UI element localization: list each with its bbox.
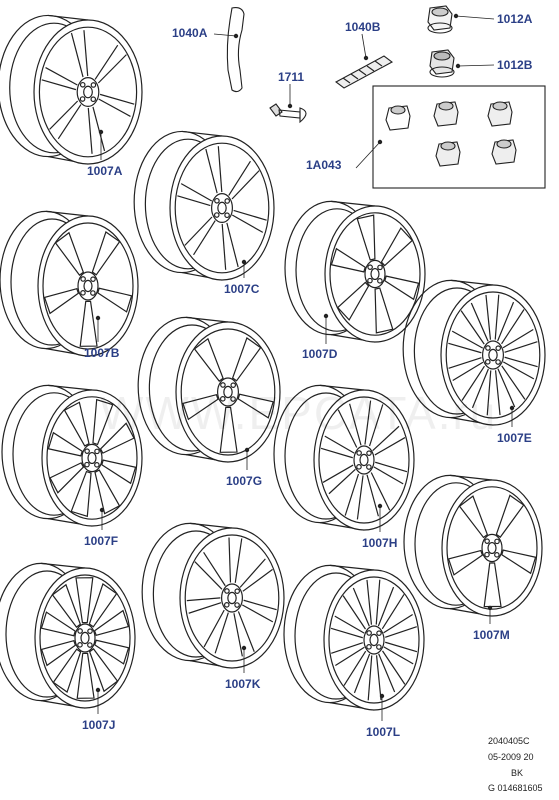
callout-1007E[interactable]: 1007E — [497, 431, 532, 445]
footer-ref-4: G 014681605 — [488, 783, 543, 793]
kit-locking-nut-icon — [435, 141, 461, 167]
leader-dot — [95, 315, 101, 321]
callout-1007C[interactable]: 1007C — [224, 282, 260, 296]
leader-dot — [99, 507, 105, 513]
footer-ref-3: BK — [511, 768, 524, 778]
leader-dot — [509, 405, 515, 411]
callout-1007A[interactable]: 1007A — [87, 164, 123, 178]
watermark-text: WWW.EPCATA.ru — [100, 387, 498, 439]
leader-dot — [363, 55, 369, 61]
wheel-1007E — [402, 279, 546, 426]
wheel-1007J — [0, 562, 136, 709]
leader-dot — [287, 103, 293, 109]
adhesive-weight-strip-icon — [334, 55, 394, 89]
kit-locking-nut-icon — [433, 101, 459, 127]
leader-dot — [487, 605, 493, 611]
callout-1007M[interactable]: 1007M — [473, 628, 510, 642]
callout-1007F[interactable]: 1007F — [84, 534, 119, 548]
callout-1007D[interactable]: 1007D — [302, 347, 338, 361]
leader-dot — [244, 447, 250, 453]
leader-dot — [453, 13, 459, 19]
kit-locking-nut-icon — [487, 101, 513, 127]
callout-1007G[interactable]: 1007G — [226, 474, 263, 488]
wheel-1007K — [141, 522, 285, 669]
leader-dot — [323, 313, 329, 319]
callout-1040A[interactable]: 1040A — [172, 26, 208, 40]
callout-1007B[interactable]: 1007B — [84, 346, 120, 360]
locking-wheel-nut-icon — [429, 49, 455, 78]
callout-1711[interactable]: 1711 — [278, 70, 305, 84]
callout-1007L[interactable]: 1007L — [366, 725, 401, 739]
leader-dot — [377, 139, 383, 145]
wheel-1007C — [133, 130, 275, 281]
wheel-1007B — [0, 210, 139, 357]
leader-dot — [241, 645, 247, 651]
leader-dot — [455, 63, 461, 69]
callout-1012A[interactable]: 1012A — [497, 12, 533, 26]
valve-stem-icon — [269, 103, 307, 124]
leader-line — [361, 33, 367, 59]
leader-line — [457, 64, 495, 67]
callout-1012B[interactable]: 1012B — [497, 58, 533, 72]
callout-1007H[interactable]: 1007H — [362, 536, 398, 550]
leader-dot — [377, 503, 383, 509]
callout-1A043[interactable]: 1A043 — [306, 158, 342, 172]
leader-dot — [98, 129, 104, 135]
footer-ref-1: 2040405C — [488, 736, 530, 746]
balance-weight-clip-icon — [226, 7, 245, 93]
leader-dot — [95, 687, 101, 693]
kit-locking-nut-icon — [385, 105, 411, 131]
wheel-1007G — [137, 316, 281, 463]
wheel-1007M — [403, 474, 543, 617]
leader-line — [455, 15, 495, 20]
kit-locking-nut-icon — [491, 139, 517, 165]
callout-1007K[interactable]: 1007K — [225, 677, 261, 691]
callout-1040B[interactable]: 1040B — [345, 20, 381, 34]
wheel-1007A — [0, 14, 143, 165]
footer-ref-2: 05-2009 20 — [488, 752, 534, 762]
wheel-1007H — [273, 384, 415, 531]
leader-dot — [379, 693, 385, 699]
wheel-1007L — [283, 564, 425, 711]
locking-nut-kit-frame — [372, 85, 546, 189]
wheel-1007D — [284, 200, 426, 343]
leader-dot — [233, 33, 239, 39]
leader-dot — [241, 259, 247, 265]
leader-line — [213, 33, 237, 37]
wheel-1007F — [1, 384, 143, 527]
wheel-nut-icon — [427, 5, 453, 34]
leader-line — [355, 141, 381, 169]
callout-1007J[interactable]: 1007J — [82, 718, 116, 732]
